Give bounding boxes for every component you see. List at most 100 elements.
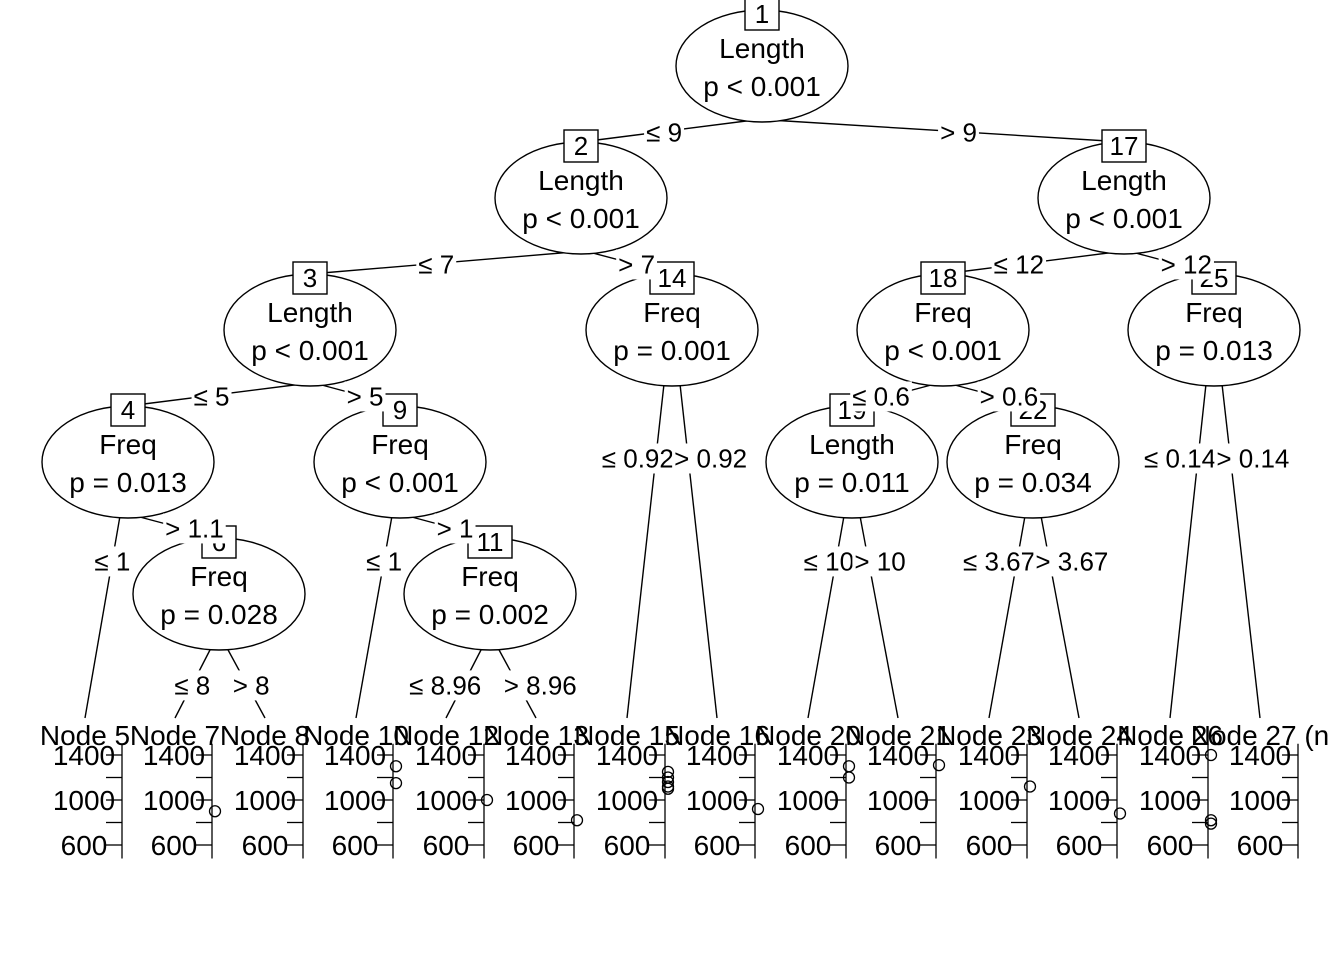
- y-tick-label: 1400: [1229, 740, 1291, 771]
- y-tick-label: 1000: [777, 785, 839, 816]
- edge-label-bg: [191, 381, 232, 412]
- terminal-title: Node 27 (n: [1191, 720, 1330, 751]
- edge-label-9-11: > 1: [437, 513, 474, 543]
- edge-label-bg: [801, 546, 857, 577]
- inner-node-6: 6Freqp = 0.028: [132, 525, 306, 651]
- node-id: 3: [303, 263, 317, 293]
- edge-label-11-13: > 8.96: [504, 670, 577, 700]
- y-tick-label: 1000: [867, 785, 929, 816]
- y-tick-label: 1000: [1229, 785, 1291, 816]
- terminal-title: Node 15: [574, 720, 680, 751]
- y-tick-label: 1400: [777, 740, 839, 771]
- terminal-title: Node 16: [664, 720, 770, 751]
- y-tick-label: 1000: [1048, 785, 1110, 816]
- node-variable: Freq: [371, 429, 429, 460]
- edge-label-bg: [344, 381, 386, 412]
- edge-label-17-25: > 12: [1161, 249, 1212, 279]
- y-tick-label: 600: [1056, 830, 1103, 861]
- y-tick-label: 600: [694, 830, 741, 861]
- node-variable: Freq: [99, 429, 157, 460]
- edge-label-3-4: ≤ 5: [194, 381, 230, 411]
- y-tick-label: 600: [513, 830, 560, 861]
- edge-label-4-6: > 1.1: [165, 513, 224, 543]
- node-pvalue: p = 0.028: [160, 599, 278, 630]
- edge-label-bg: [1033, 546, 1111, 577]
- terminal-title: Node 24: [1026, 720, 1132, 751]
- node-pvalue: p = 0.001: [613, 335, 731, 366]
- y-tick-label: 1400: [596, 740, 658, 771]
- edge-label-25-26: ≤ 0.14: [1144, 443, 1216, 473]
- edge-label-14-16: > 0.92: [674, 443, 747, 473]
- edge-label-bg: [960, 546, 1038, 577]
- edge-label-bg: [1214, 443, 1292, 474]
- data-point: [208, 805, 222, 818]
- y-tick-label: 600: [966, 830, 1013, 861]
- node-id-box: [110, 393, 146, 427]
- edge-label-bg: [501, 670, 579, 701]
- node-variable: Length: [267, 297, 353, 328]
- y-tick-label: 1400: [867, 740, 929, 771]
- node-variable: Freq: [914, 297, 972, 328]
- edge-14-16: [679, 383, 718, 719]
- data-point: [932, 758, 946, 772]
- terminal-title: Node 5: [40, 720, 130, 751]
- edge-label-bg: [1158, 249, 1214, 280]
- data-point: [661, 765, 675, 779]
- node-id-box: [920, 261, 966, 295]
- node-id: 1: [755, 0, 769, 29]
- y-tick-label: 1000: [53, 785, 115, 816]
- data-point: [1023, 780, 1037, 793]
- y-tick-label: 600: [1237, 830, 1284, 861]
- edge-label-bg: [616, 249, 658, 280]
- edge-label-bg: [852, 546, 908, 577]
- y-tick-label: 1400: [1048, 740, 1110, 771]
- node-pvalue: p = 0.002: [431, 599, 549, 630]
- node-pvalue: p = 0.013: [69, 467, 187, 498]
- inner-node-22: 22Freqp = 0.034: [946, 393, 1120, 519]
- node-variable: Length: [809, 429, 895, 460]
- y-tick-label: 600: [785, 830, 832, 861]
- data-point: [389, 760, 403, 773]
- y-tick-label: 1000: [505, 785, 567, 816]
- node-variable: Freq: [1004, 429, 1062, 460]
- terminal-title: Node 12: [393, 720, 499, 751]
- edge-label-4-5: ≤ 1: [94, 546, 130, 576]
- node-variable: Length: [538, 165, 624, 196]
- edge-label-bg: [434, 513, 476, 544]
- y-tick-label: 1000: [686, 785, 748, 816]
- node-id: 18: [929, 263, 958, 293]
- edge-label-bg: [230, 670, 272, 701]
- node-id-box: [292, 261, 328, 295]
- node-variable: Length: [719, 33, 805, 64]
- edge-label-1-17: > 9: [940, 117, 977, 147]
- edge-label-bg: [599, 443, 676, 474]
- node-pvalue: p < 0.001: [251, 335, 369, 366]
- edge-label-3-9: > 5: [347, 381, 384, 411]
- edge-25-26: [1169, 383, 1207, 719]
- y-tick-label: 1000: [143, 785, 205, 816]
- node-variable: Length: [1081, 165, 1167, 196]
- y-tick-label: 1400: [415, 740, 477, 771]
- y-tick-label: 1400: [505, 740, 567, 771]
- node-pvalue: p < 0.001: [1065, 203, 1183, 234]
- terminal-title: Node 7: [130, 720, 220, 751]
- edge-label-bg: [938, 117, 979, 148]
- terminal-title: Node 20: [755, 720, 861, 751]
- edge-label-2-3: ≤ 7: [418, 249, 454, 279]
- edge-label-17-18: ≤ 12: [994, 249, 1044, 279]
- data-point: [1204, 748, 1218, 762]
